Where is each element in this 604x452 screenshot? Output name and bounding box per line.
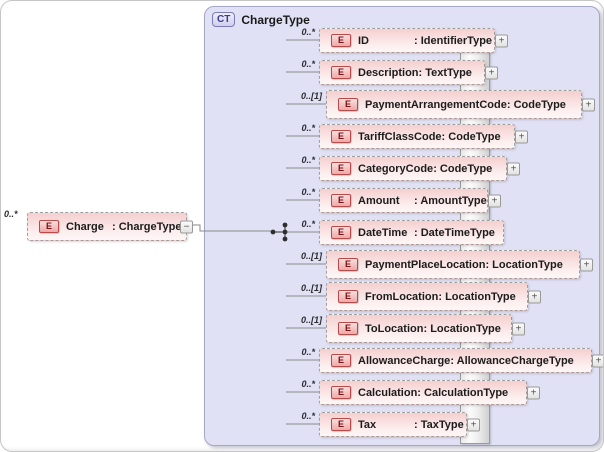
element-icon: E — [39, 220, 59, 233]
element-box-amount[interactable]: E Amount AmountType + — [319, 188, 501, 213]
cardinality-label: 0..[1] — [300, 251, 322, 261]
element-icon: E — [338, 290, 358, 303]
element-name: ID — [358, 34, 369, 47]
complex-type-title: ChargeType — [241, 12, 310, 27]
element-icon: E — [331, 226, 351, 239]
element-box-description[interactable]: E Description TextType + — [319, 60, 498, 85]
element-box-id[interactable]: E ID IdentifierType + — [319, 28, 508, 53]
expand-icon[interactable]: + — [582, 98, 595, 111]
element-type: IdentifierType — [414, 35, 492, 47]
element-type: DateTimeType — [414, 227, 495, 239]
expand-icon[interactable]: + — [495, 34, 508, 47]
cardinality-label: 0..* — [301, 347, 315, 357]
expand-icon[interactable]: + — [592, 354, 603, 367]
element-box-paymentplacelocation[interactable]: E PaymentPlaceLocation LocationType + — [326, 250, 593, 279]
element-type: LocationType — [423, 323, 501, 335]
element-icon: E — [338, 98, 358, 111]
element-type: CodeType — [433, 163, 492, 175]
root-cardinality-label: 0..* — [4, 209, 18, 219]
element-box-calculation[interactable]: E Calculation CalculationType + — [319, 380, 540, 405]
expand-icon[interactable]: + — [467, 418, 480, 431]
element-icon: E — [331, 418, 351, 431]
element-box-tolocation[interactable]: E ToLocation LocationType + — [326, 314, 525, 343]
expand-icon[interactable]: + — [527, 386, 540, 399]
element-type: TaxType — [414, 419, 464, 431]
element-name: PaymentPlaceLocation — [365, 258, 486, 271]
collapse-icon[interactable]: − — [180, 220, 193, 233]
element-name: AllowanceCharge — [358, 354, 451, 367]
element-type: LocationType — [485, 259, 563, 271]
cardinality-label: 0..* — [301, 379, 315, 389]
element-icon: E — [331, 66, 351, 79]
complex-type-header: CT ChargeType — [212, 12, 310, 27]
cardinality-label: 0..* — [301, 123, 315, 133]
element-name: TariffClassCode — [358, 130, 442, 143]
element-type: TextType — [419, 67, 472, 79]
element-box-categorycode[interactable]: E CategoryCode CodeType + — [319, 156, 520, 181]
element-type: CalculationType — [417, 387, 508, 399]
element-icon: E — [331, 162, 351, 175]
expand-icon[interactable]: + — [528, 290, 541, 303]
element-icon: E — [331, 34, 351, 47]
element-name: Description — [358, 66, 419, 79]
cardinality-label: 0..* — [301, 59, 315, 69]
element-name: PaymentArrangementCode — [365, 98, 507, 111]
element-type: CodeType — [507, 99, 566, 111]
cardinality-label: 0..* — [301, 219, 315, 229]
expand-icon[interactable]: + — [515, 130, 528, 143]
cardinality-label: 0..[1] — [300, 283, 322, 293]
element-name: Amount — [358, 194, 400, 207]
cardinality-label: 0..* — [301, 155, 315, 165]
cardinality-label: 0..* — [301, 411, 315, 421]
element-box-tax[interactable]: E Tax TaxType + — [319, 412, 480, 437]
cardinality-label: 0..[1] — [300, 91, 322, 101]
complex-type-badge: CT — [212, 12, 236, 27]
element-box-tariffclasscode[interactable]: E TariffClassCode CodeType + — [319, 124, 528, 149]
element-box-datetime[interactable]: E DateTime DateTimeType — [319, 220, 504, 245]
sequence-icon[interactable] — [270, 222, 288, 242]
element-name: CategoryCode — [358, 162, 434, 175]
element-name: Calculation — [358, 386, 418, 399]
expand-icon[interactable]: + — [485, 66, 498, 79]
element-type: CodeType — [442, 131, 500, 143]
element-type: LocationType — [438, 291, 516, 303]
element-type: ChargeType — [112, 221, 182, 233]
element-icon: E — [331, 130, 351, 143]
element-box-paymentarrangementcode[interactable]: E PaymentArrangementCode CodeType + — [326, 90, 595, 119]
element-box-fromlocation[interactable]: E FromLocation LocationType + — [326, 282, 541, 311]
element-type: AmountType — [414, 195, 486, 207]
element-name: DateTime — [358, 226, 408, 239]
element-type: AllowanceChargeType — [450, 355, 574, 367]
element-name: Tax — [358, 418, 377, 431]
cardinality-label: 0..* — [301, 187, 315, 197]
element-box-allowancecharge[interactable]: E AllowanceCharge AllowanceChargeType + — [319, 348, 603, 373]
element-name: FromLocation — [365, 290, 439, 303]
expand-icon[interactable]: + — [512, 322, 525, 335]
element-icon: E — [338, 258, 358, 271]
expand-icon[interactable]: + — [488, 194, 501, 207]
element-icon: E — [331, 194, 351, 207]
expand-icon[interactable]: + — [580, 258, 593, 271]
cardinality-label: 0..[1] — [300, 315, 322, 325]
element-name: Charge — [66, 220, 104, 233]
element-name: ToLocation — [365, 322, 424, 335]
expand-icon[interactable]: + — [507, 162, 520, 175]
element-box-charge[interactable]: E Charge ChargeType − — [27, 212, 193, 241]
cardinality-label: 0..* — [301, 27, 315, 37]
element-icon: E — [331, 386, 351, 399]
element-icon: E — [331, 354, 351, 367]
element-icon: E — [338, 322, 358, 335]
